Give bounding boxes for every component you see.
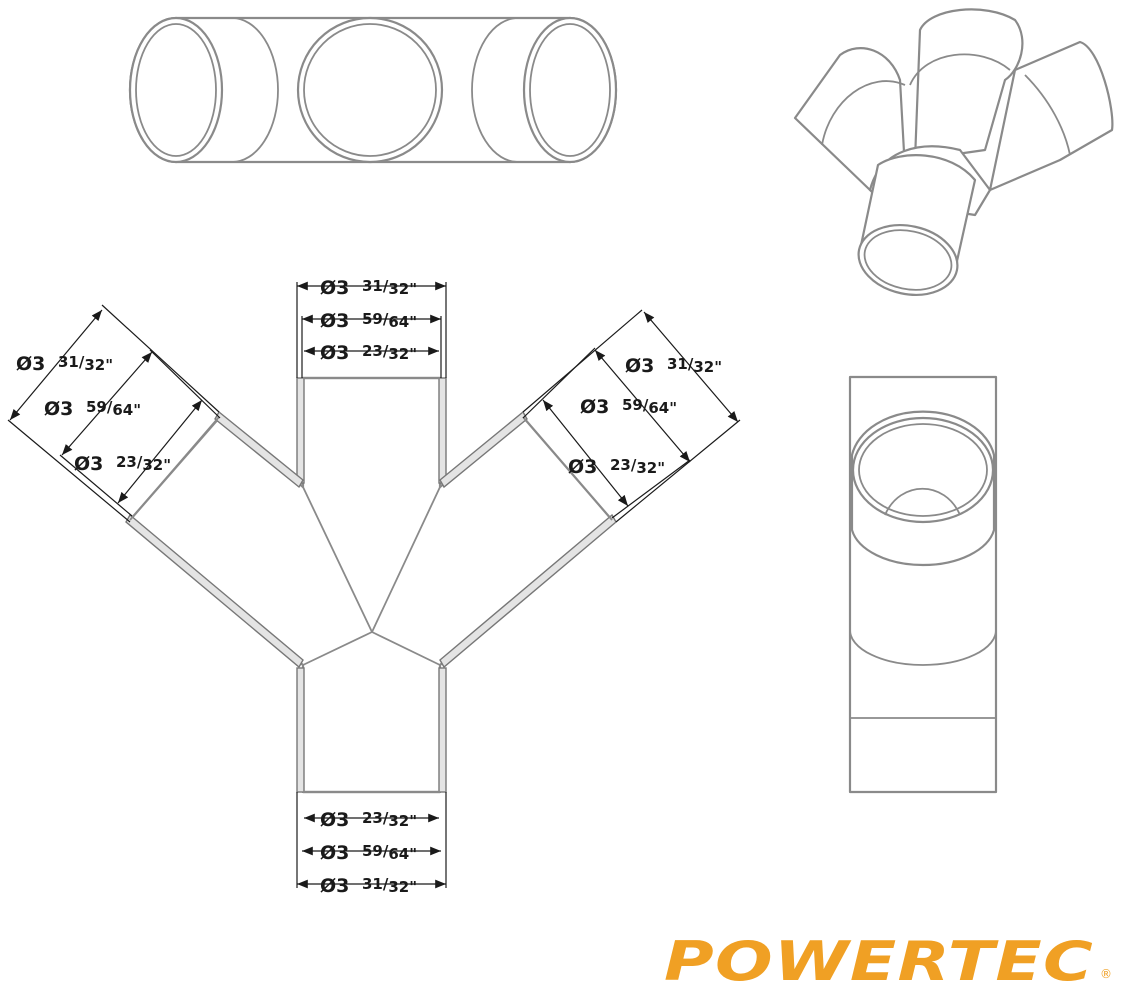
side-view <box>848 375 998 794</box>
dim-label-left-outer: Ø3 31/32" <box>16 353 113 375</box>
dim-label-right-inner: Ø3 23/32" <box>568 456 665 478</box>
registered-mark: ® <box>1100 967 1112 981</box>
dim-label-left-middle: Ø3 59/64" <box>44 398 141 420</box>
dimension-lines <box>7 281 741 889</box>
top-view <box>128 16 618 164</box>
isometric-view <box>793 8 1114 296</box>
dim-label-right-middle: Ø3 59/64" <box>580 396 677 418</box>
dim-label-bottom-inner: Ø3 23/32" <box>320 809 417 831</box>
dim-label-top-middle: Ø3 59/64" <box>320 310 417 332</box>
dim-label-bottom-outer: Ø3 31/32" <box>320 875 417 897</box>
brand-name: POWERTEC <box>664 930 1094 988</box>
dim-label-right-outer: Ø3 31/32" <box>625 355 722 377</box>
dim-label-left-inner: Ø3 23/32" <box>74 453 171 475</box>
dim-label-bottom-middle: Ø3 59/64" <box>320 842 417 864</box>
section-view <box>125 376 617 794</box>
brand-logo: POWERTEC ® <box>664 930 1112 988</box>
dim-label-top-inner: Ø3 23/32" <box>320 342 417 364</box>
dim-label-top-outer: Ø3 31/32" <box>320 277 417 299</box>
